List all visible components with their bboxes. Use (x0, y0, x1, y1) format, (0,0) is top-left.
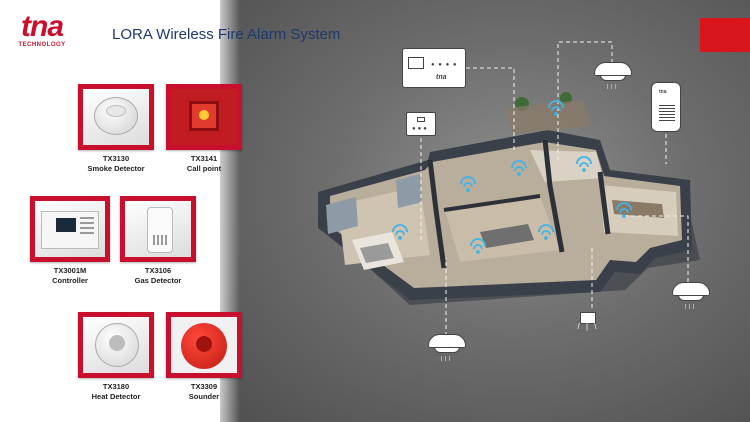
product-frame (78, 84, 154, 150)
product-label: Controller (52, 276, 88, 285)
product-card: TX3180 Heat Detector (76, 312, 156, 401)
product-card: TX3106 Gas Detector (118, 196, 198, 285)
product-label: Smoke Detector (87, 164, 145, 173)
product-code: TX3309 (190, 382, 218, 391)
call-point-box-icon: ●●● (406, 112, 436, 136)
gas-brand: tna (659, 89, 667, 95)
smoke-detector-icon (83, 89, 149, 145)
product-code: TX3106 (144, 266, 172, 275)
call-point-icon (171, 89, 237, 145)
product-frame (120, 196, 196, 262)
logo-subtext: TECHNOLOGY (18, 42, 66, 48)
control-panel-icon: ● ● ● ● tna (402, 48, 466, 88)
product-card: TX3130 Smoke Detector (76, 84, 156, 173)
logo-text: tna (21, 10, 64, 43)
panel-brand: tna (436, 74, 447, 81)
smoke-detector-icon: ≀≀≀ (428, 334, 466, 363)
smoke-detector-icon: ≀≀≀ (594, 62, 632, 91)
heat-detector-icon (83, 317, 149, 373)
product-frame (78, 312, 154, 378)
smoke-detector-icon: ≀≀≀ (672, 282, 710, 311)
product-label: Sounder (188, 392, 220, 401)
gas-detector-icon (125, 201, 191, 257)
product-code: TX3001M (53, 266, 87, 275)
product-label: Call point (186, 164, 222, 173)
product-card: TX3001M Controller (30, 196, 110, 285)
product-code: TX3141 (190, 154, 218, 163)
sounder-icon (171, 317, 237, 373)
page-title: LORA Wireless Fire Alarm System (112, 26, 341, 43)
product-card: TX3141 Call point (164, 84, 244, 173)
wifi-signal-icon (392, 100, 632, 254)
controller-icon (35, 201, 105, 257)
product-card: TX3309 Sounder (164, 312, 244, 401)
gas-detector-icon: tna (651, 82, 681, 132)
product-frame (166, 312, 242, 378)
brand-logo: tna TECHNOLOGY (10, 10, 74, 49)
sounder-icon: / | \ (571, 308, 605, 338)
product-code: TX3130 (102, 154, 130, 163)
product-label: Gas Detector (134, 276, 182, 285)
product-code: TX3180 (102, 382, 130, 391)
product-label: Heat Detector (91, 392, 141, 401)
product-frame (166, 84, 242, 150)
accent-tab (700, 18, 750, 52)
product-frame (30, 196, 110, 262)
